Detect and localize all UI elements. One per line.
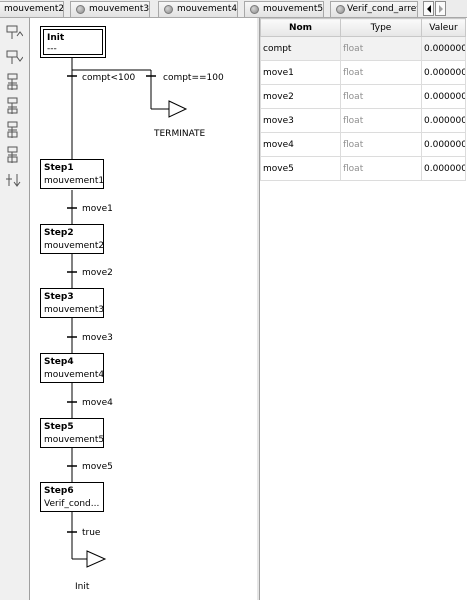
- tab-mouvement5[interactable]: mouvement5: [244, 1, 324, 17]
- tab-label: mouvement3: [89, 4, 150, 14]
- step-name: Step3: [44, 292, 74, 302]
- table-row[interactable]: compt float 0.000000: [260, 36, 466, 61]
- initial-step-init[interactable]: Init ---: [40, 26, 106, 58]
- column-header-value[interactable]: Valeur: [421, 18, 466, 37]
- move-down-icon[interactable]: [5, 171, 23, 189]
- step-step4[interactable]: Step4 mouvement4: [40, 353, 104, 383]
- step-step6[interactable]: Step6 Verif_cond...: [40, 482, 104, 512]
- sfc-tab-icon: [164, 5, 173, 14]
- step-action: mouvement2: [44, 241, 105, 251]
- transition-label: compt==100: [163, 73, 224, 83]
- sfc-diagram-canvas[interactable]: Init --- compt<100 compt==100 TERMINATE …: [29, 18, 258, 600]
- step-step1[interactable]: Step1 mouvement1: [40, 159, 104, 189]
- transition-label: move5: [82, 462, 113, 472]
- tab-mouvement2[interactable]: mouvement2: [0, 1, 64, 17]
- step-jump-icon[interactable]: [5, 146, 23, 164]
- cell-value[interactable]: 0.000000: [421, 156, 466, 181]
- tab-label: mouvement4: [177, 4, 238, 14]
- table-header-row: Nom Type Valeur: [260, 18, 466, 37]
- transition-add-alt-icon[interactable]: [5, 97, 23, 115]
- table-row[interactable]: move4 float 0.000000: [260, 132, 466, 157]
- sfc-toolbar: [0, 18, 28, 600]
- variables-panel: Nom Type Valeur compt float 0.000000 mov…: [260, 18, 467, 600]
- step-name: Step4: [44, 357, 74, 367]
- jump-target-label: Init: [75, 582, 90, 592]
- cell-type[interactable]: float: [340, 60, 422, 85]
- chevron-left-icon: [427, 5, 431, 13]
- sfc-tab-icon: [336, 5, 345, 14]
- chevron-right-icon: [439, 5, 443, 13]
- transition-label: move1: [82, 204, 113, 214]
- step-action: ---: [47, 44, 57, 54]
- tab-bar: mouvement2 mouvement3 mouvement4 mouveme…: [0, 0, 467, 18]
- transition-label: true: [82, 528, 101, 538]
- step-action: mouvement1: [44, 176, 105, 186]
- cell-type[interactable]: float: [340, 156, 422, 181]
- splitter[interactable]: [257, 18, 260, 600]
- cell-name[interactable]: move5: [260, 156, 341, 181]
- step-name: Step2: [44, 228, 74, 238]
- transition-add-icon[interactable]: [5, 73, 23, 91]
- step-insert-after-icon[interactable]: [5, 49, 24, 67]
- step-step5[interactable]: Step5 mouvement5: [40, 418, 104, 448]
- transition-label: compt<100: [82, 73, 136, 83]
- transition-label: move4: [82, 398, 113, 408]
- transition-label: move3: [82, 333, 113, 343]
- cell-name[interactable]: move2: [260, 84, 341, 109]
- step-name: Init: [47, 33, 65, 43]
- cell-value[interactable]: 0.000000: [421, 132, 466, 157]
- table-row[interactable]: move2 float 0.000000: [260, 84, 466, 109]
- step-name: Step1: [44, 163, 74, 173]
- step-step2[interactable]: Step2 mouvement2: [40, 224, 104, 254]
- sfc-connectors: [67, 58, 188, 568]
- cell-type[interactable]: float: [340, 36, 422, 61]
- step-link-icon[interactable]: [5, 121, 23, 139]
- step-name: Step5: [44, 422, 74, 432]
- cell-type[interactable]: float: [340, 132, 422, 157]
- cell-type[interactable]: float: [340, 84, 422, 109]
- transition-label: move2: [82, 268, 113, 278]
- tab-verif-cond-arret[interactable]: Verif_cond_arret: [330, 1, 418, 17]
- terminate-jump-label: TERMINATE: [154, 129, 206, 139]
- tab-label: mouvement2: [4, 4, 64, 14]
- step-step3[interactable]: Step3 mouvement3: [40, 288, 104, 318]
- cell-name[interactable]: move4: [260, 132, 341, 157]
- tab-mouvement3[interactable]: mouvement3: [70, 1, 150, 17]
- tab-label: Verif_cond_arret: [347, 4, 418, 14]
- cell-value[interactable]: 0.000000: [421, 36, 466, 61]
- step-action: Verif_cond...: [44, 499, 100, 509]
- cell-name[interactable]: move3: [260, 108, 341, 133]
- step-insert-before-icon[interactable]: [5, 24, 24, 42]
- cell-value[interactable]: 0.000000: [421, 84, 466, 109]
- table-row[interactable]: move1 float 0.000000: [260, 60, 466, 85]
- cell-value[interactable]: 0.000000: [421, 60, 466, 85]
- sfc-tab-icon: [76, 5, 85, 14]
- step-name: Step6: [44, 486, 74, 496]
- table-row[interactable]: move5 float 0.000000: [260, 156, 466, 181]
- table-row[interactable]: move3 float 0.000000: [260, 108, 466, 133]
- step-action: mouvement4: [44, 370, 105, 380]
- tab-scroll-left-button[interactable]: [423, 1, 434, 16]
- cell-name[interactable]: move1: [260, 60, 341, 85]
- step-action: mouvement3: [44, 305, 105, 315]
- tab-label: mouvement5: [263, 4, 324, 14]
- sfc-tab-icon: [250, 5, 259, 14]
- tab-scroll-right-button[interactable]: [435, 1, 446, 16]
- column-header-type[interactable]: Type: [340, 18, 422, 37]
- variables-table: Nom Type Valeur compt float 0.000000 mov…: [260, 18, 466, 181]
- column-header-name[interactable]: Nom: [260, 18, 341, 37]
- cell-type[interactable]: float: [340, 108, 422, 133]
- tab-mouvement4[interactable]: mouvement4: [158, 1, 238, 17]
- cell-value[interactable]: 0.000000: [421, 108, 466, 133]
- step-action: mouvement5: [44, 435, 105, 445]
- cell-name[interactable]: compt: [260, 36, 341, 61]
